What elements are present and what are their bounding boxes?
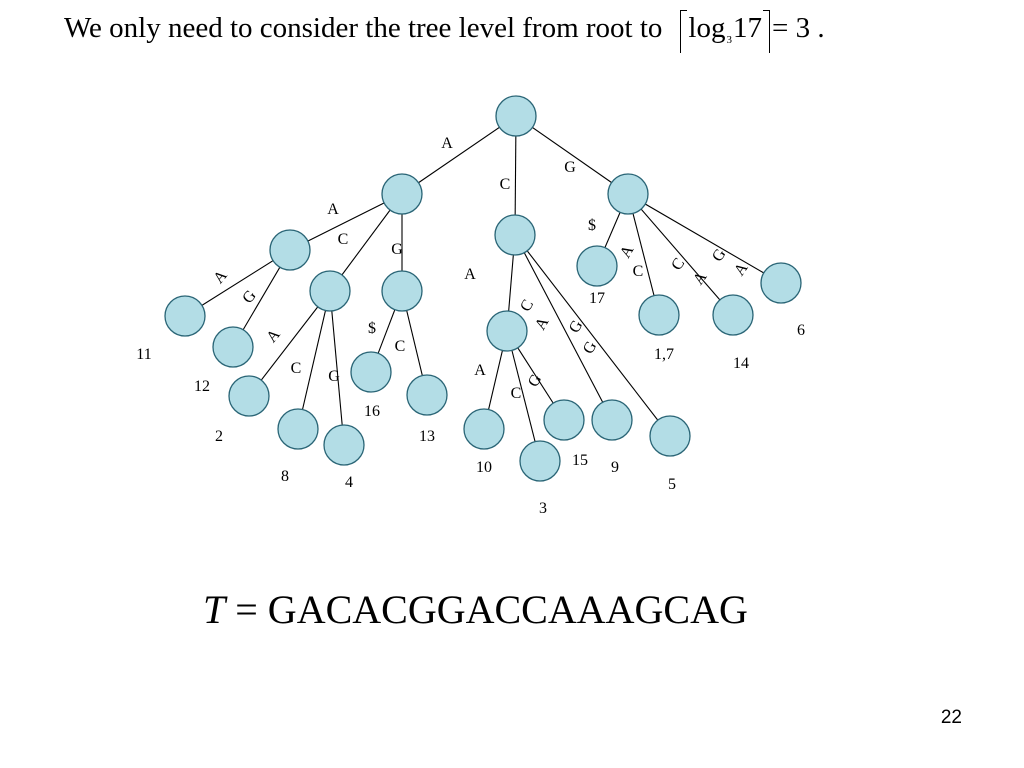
edge-label-a-aa-0: A	[327, 201, 339, 218]
leaf-label-ag-c: 13	[419, 428, 435, 445]
tree-edge-c-c-cag	[514, 234, 613, 421]
leaf-label-aa-ag: 11	[136, 346, 151, 363]
leaf-label-ac-g: 4	[345, 474, 353, 491]
edge-label-ag-ag-dollar-0: $	[368, 320, 376, 337]
log-function: log	[688, 12, 726, 44]
tree-node-g	[607, 173, 649, 215]
equation-string: = GACACGGACCAAAGCAG	[225, 587, 748, 632]
tree-edge-g-g-ga	[627, 193, 782, 284]
leaf-label-g-ga: 6	[797, 322, 805, 339]
tree-node-ac-c	[277, 408, 319, 450]
tree-node-g-cag	[712, 294, 754, 336]
tree-node-c	[494, 214, 536, 256]
edge-label-g-g-dollar-0: $	[588, 217, 596, 234]
edge-label-c-c-cag-1: A	[532, 314, 553, 333]
tree-edge-aa-aa-ag	[184, 249, 291, 317]
leaf-label-ac-a: 2	[215, 428, 223, 445]
leaf-label-ac-c: 8	[281, 468, 289, 485]
tree-node-ag-c	[406, 374, 448, 416]
edge-label-g-g-cag-2: G	[709, 245, 730, 265]
heading-text: We only need to consider the tree level …	[64, 12, 663, 44]
edge-label-g-g-ga-0: A	[731, 259, 752, 279]
page-number: 22	[940, 707, 962, 728]
tree-node-g-ac	[638, 294, 680, 336]
tree-edge-ac-ac-a	[248, 290, 331, 397]
tree-node-a	[381, 173, 423, 215]
tree-node-ac-a	[228, 375, 270, 417]
edge-label-c-ca-0: A	[464, 266, 476, 283]
equation-variable: T	[203, 587, 226, 632]
tree-node-ca	[486, 310, 528, 352]
edge-label-root-c-0: C	[500, 176, 511, 193]
slide-heading: We only need to consider the tree level …	[64, 10, 825, 53]
log-result: = 3 .	[771, 12, 825, 44]
leaf-label-c-cag: 9	[611, 459, 619, 476]
tree-node-ag-dollar	[350, 351, 392, 393]
text-equation: T = GACACGGACCAAAGCAG	[203, 586, 748, 633]
leaf-label-g-cag: 14	[733, 355, 749, 372]
log-base: 3	[726, 34, 732, 46]
tree-node-ca-c	[519, 440, 561, 482]
tree-edge-root-a	[401, 115, 517, 195]
leaf-label-ca-g: 15	[572, 452, 588, 469]
tree-edge-ca-ca-c	[506, 330, 541, 462]
tree-edge-a-aa	[289, 193, 403, 251]
ceiling-brackets: log317	[680, 10, 770, 53]
edge-label-c-c-cag-2: G	[566, 317, 587, 336]
tree-edge-g-g-cag	[627, 193, 734, 316]
tree-node-g-ga	[760, 262, 802, 304]
edge-label-g-g-ac-0: A	[617, 242, 638, 261]
tree-node-g-dollar	[576, 245, 618, 287]
edge-label-g-g-cag-0: C	[668, 255, 688, 273]
edge-label-ac-ac-a-0: A	[263, 326, 284, 346]
tree-node-root	[495, 95, 537, 137]
edge-label-ac-ac-c-0: C	[291, 360, 302, 377]
edge-label-c-c-ag-0: G	[580, 338, 601, 357]
tree-node-ca-a	[463, 408, 505, 450]
edge-label-ag-ag-c-0: C	[395, 338, 406, 355]
tree-edge-g-g-ac	[627, 193, 660, 316]
edge-label-aa-aa-ga-0: G	[239, 287, 260, 307]
edge-label-ca-ca-c-0: C	[511, 385, 522, 402]
tree-edge-ac-ac-c	[297, 290, 331, 430]
leaf-label-g-ac: 1,7	[654, 346, 674, 363]
leaf-label-ca-a: 10	[476, 459, 492, 476]
tree-node-aa	[269, 229, 311, 271]
log-argument: 17	[732, 12, 762, 44]
tree-node-c-ag	[649, 415, 691, 457]
tree-node-ac	[309, 270, 351, 312]
tree-node-ca-g	[543, 399, 585, 441]
edge-label-c-c-cag-0: C	[517, 297, 537, 315]
tree-edge-ac-ac-g	[329, 290, 345, 446]
tree-node-c-cag	[591, 399, 633, 441]
tree-node-ac-g	[323, 424, 365, 466]
ceiling-log-expression: log317 = 3 .	[680, 10, 825, 53]
edge-label-a-ag-0: G	[391, 241, 403, 258]
tree-node-aa-ga	[212, 326, 254, 368]
tree-edge-c-c-ag	[514, 234, 671, 437]
node-layer	[164, 95, 802, 482]
leaf-label-g-dollar: 17	[589, 290, 605, 307]
leaf-label-ag-dollar: 16	[364, 403, 380, 420]
tree-edge-root-g	[515, 115, 629, 195]
edge-label-a-ac-0: C	[338, 231, 349, 248]
edge-label-root-a-0: A	[441, 135, 453, 152]
edge-label-root-g-0: G	[564, 159, 576, 176]
leaf-label-c-ag: 5	[668, 476, 676, 493]
edge-label-ca-ca-a-0: A	[474, 362, 486, 379]
leaf-label-ca-c: 3	[539, 500, 547, 517]
leaf-label-aa-ga: 12	[194, 378, 210, 395]
tree-node-aa-ag	[164, 295, 206, 337]
edge-label-g-g-ac-1: C	[633, 263, 644, 280]
edge-label-ac-ac-g-0: G	[328, 368, 340, 385]
tree-node-ag	[381, 270, 423, 312]
edge-label-aa-aa-ag-0: A	[210, 267, 231, 287]
